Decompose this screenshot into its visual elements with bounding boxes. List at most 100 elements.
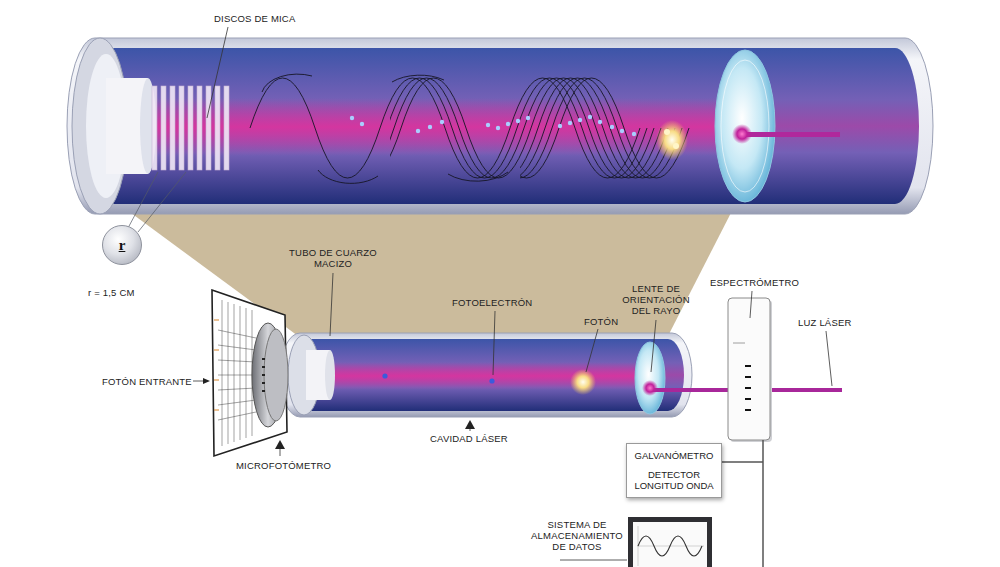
microphotometer-part (214, 320, 219, 410)
photon-glow (656, 120, 688, 160)
mica-discs-part (215, 86, 220, 170)
arrow-heads-part (203, 378, 210, 384)
mica-discs-part (161, 86, 166, 170)
microphotometer-part-part (218, 375, 256, 376)
callout-label: ESPECTRÓMETRO (710, 277, 799, 288)
particles-part (558, 124, 562, 128)
wave-lines (250, 74, 689, 183)
data-monitor-part (633, 522, 707, 567)
particles-part (416, 129, 420, 133)
microphotometer-part-part (218, 330, 256, 338)
microphotometer-part-part (262, 374, 265, 376)
particles-part (568, 121, 572, 125)
callout-label: FOTOELECTRÓN (452, 297, 532, 308)
microphotometer-part-part (262, 358, 265, 360)
callout-label: MICROFOTÓMETRO (236, 460, 331, 471)
beam-lens-part (721, 60, 769, 192)
wave-lines-part-part (390, 78, 647, 178)
node-heading: r (119, 237, 126, 254)
spectrometer-part-part (745, 387, 751, 389)
laser-cavity-tube-part (635, 342, 665, 414)
microphotometer-part-part (214, 410, 219, 411)
callout-label: LUZ LÁSER (798, 317, 852, 328)
magnified-disc: r (102, 225, 142, 265)
laser-cavity-tube-part (306, 339, 684, 411)
magnify-band (108, 196, 735, 336)
leader-lines-part (470, 429, 471, 431)
particles-part (632, 132, 636, 136)
microphotometer-part-part (222, 300, 223, 446)
particles-part (440, 120, 444, 124)
laser-cavity-tube-part (382, 373, 387, 378)
callout-label: CAVIDAD LÁSER (430, 433, 508, 444)
cable-part (762, 440, 764, 567)
callout-label: FOTÓN ENTRANTE (102, 376, 192, 387)
particles-part (610, 125, 614, 129)
laser-cavity-tube-part (280, 333, 692, 417)
particles-part (516, 119, 520, 123)
part-label: LUZ LÁSER (798, 317, 852, 328)
microphotometer-part-part (218, 388, 256, 390)
microphotometer-part-part (214, 380, 219, 381)
leader-lines-part (560, 560, 627, 561)
particles-part (578, 118, 582, 122)
particles-part (350, 116, 354, 120)
leader-lines-part (193, 381, 204, 382)
laser-cavity-tube-part (330, 362, 650, 390)
microphotometer-part (212, 290, 287, 456)
mica-discs-part (206, 86, 211, 170)
mica-discs (152, 86, 229, 170)
leader-lines-part (586, 329, 598, 372)
wave-lines-part (318, 170, 378, 183)
wave-lines-part (520, 78, 689, 178)
particles-part (506, 122, 510, 126)
photon-glow-part (673, 143, 679, 149)
part-label: FOTÓN ENTRANTE (102, 376, 192, 387)
microphotometer (212, 290, 288, 456)
spectrometer (728, 298, 772, 442)
part-label: LENTE DE ORIENTACIÓN DEL RAYO (619, 283, 693, 316)
spectrometer-part-part (745, 376, 751, 378)
microphotometer-part-part (218, 400, 256, 405)
part-label: r = 1,5 CM (88, 287, 135, 298)
wave-lines-part (262, 74, 312, 92)
leader-lines-part (207, 27, 228, 118)
part-label: CAVIDAD LÁSER (430, 433, 508, 444)
microphotometer-part-part (218, 345, 256, 350)
beam-lens-part (715, 50, 775, 202)
microphotometer-part-part (214, 350, 219, 351)
microphotometer-part-part (262, 366, 265, 368)
beam-lens-part (732, 124, 752, 144)
wave-lines-part-part (520, 78, 689, 178)
microphotometer-part (262, 358, 265, 392)
callout-label: DISCOS DE MICA (214, 13, 295, 24)
wave-lines-part-part (390, 78, 661, 178)
microphotometer-part-part (262, 382, 265, 384)
microphotometer-part-part (234, 304, 235, 442)
magnifier-lines (128, 172, 186, 232)
node-heading: GALVANÓMETRO (632, 450, 716, 461)
spectrometer-part (728, 298, 770, 440)
photon-glow-part (664, 129, 670, 135)
laser-cavity-tube-part (642, 380, 658, 396)
callout-label: LENTE DE ORIENTACIÓN DEL RAYO (619, 283, 693, 316)
mica-discs-part (197, 86, 202, 170)
part-label: SISTEMA DE ALMACENAMIENTO DE DATOS (531, 519, 623, 552)
beam-lens-part (745, 132, 840, 137)
wave-lines-part-part (390, 78, 654, 178)
arrow-heads-part (275, 440, 285, 449)
data-monitor (628, 517, 712, 567)
microphotometer-part-part (218, 360, 256, 362)
arrow-heads-part (465, 420, 475, 429)
spectrometer-part-part (745, 398, 751, 400)
leader-lines (193, 27, 832, 560)
microphotometer-part-part (214, 320, 219, 321)
leader-lines-part (280, 449, 281, 456)
callout-label: r = 1,5 CM (88, 287, 135, 298)
part-label: DISCOS DE MICA (214, 13, 295, 24)
wave-lines-part-part (520, 78, 668, 178)
spectrometer-part (733, 343, 745, 344)
particles-part (428, 125, 432, 129)
